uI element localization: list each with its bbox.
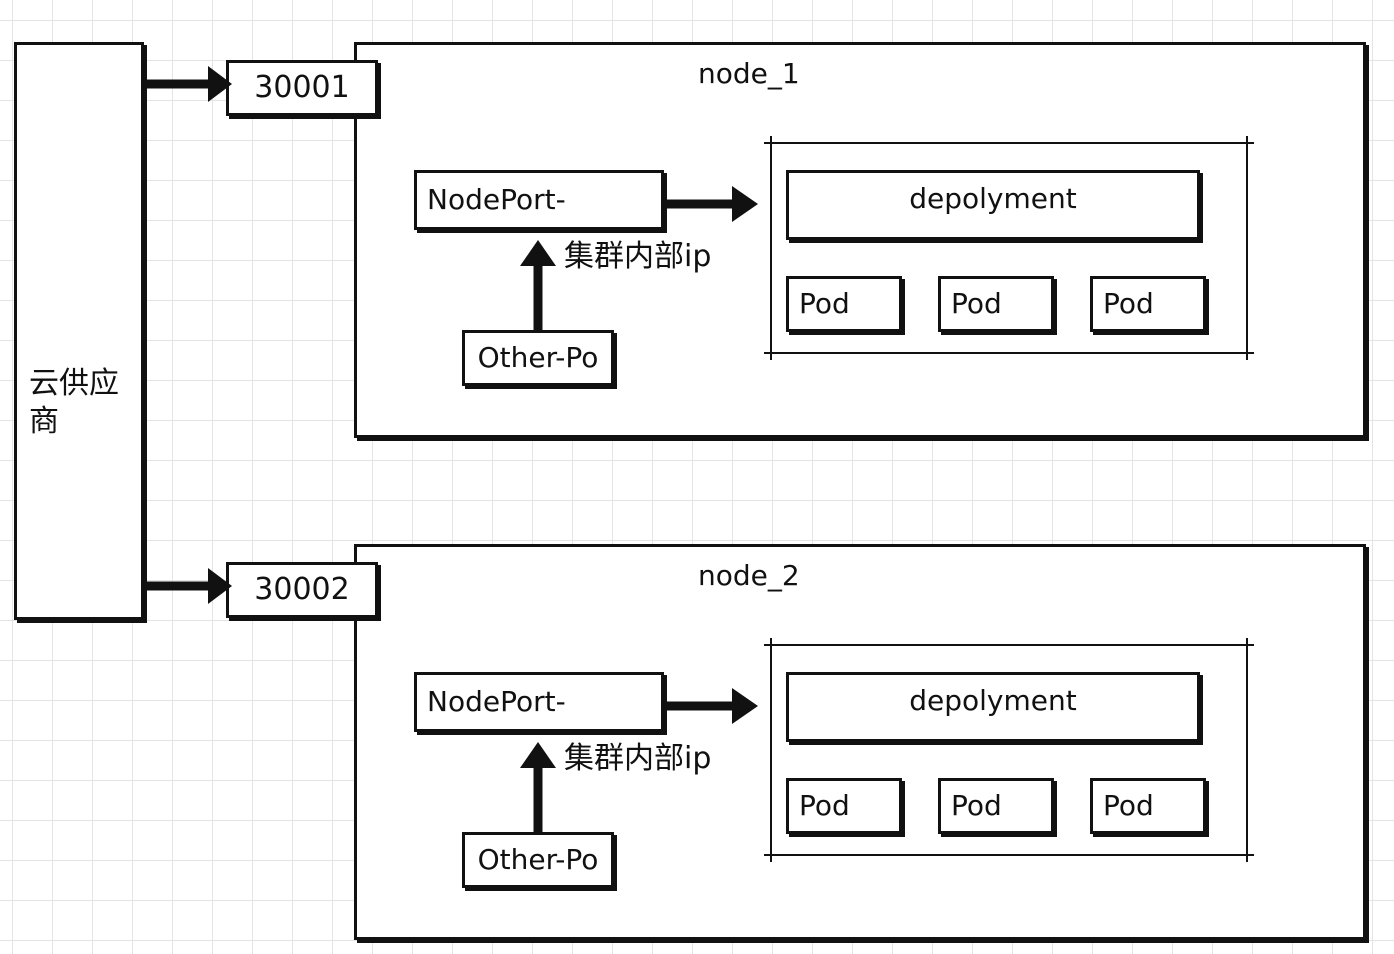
node-2-service-box: NodePort- bbox=[414, 672, 664, 732]
node-1-pod-3: Pod bbox=[1090, 276, 1206, 332]
node-2-service-label: NodePort- bbox=[427, 685, 566, 718]
node-2-edge-label: 集群内部ip bbox=[564, 741, 712, 776]
node-1-service-box: NodePort- bbox=[414, 170, 664, 230]
node-2-pod-2: Pod bbox=[938, 778, 1054, 834]
node-1-pod-2-label: Pod bbox=[951, 287, 1002, 320]
cloud-provider-label: 云供应商 bbox=[29, 366, 119, 439]
node-2-port-box: 30002 bbox=[226, 562, 378, 618]
node-1-pod-3-label: Pod bbox=[1103, 287, 1154, 320]
node-2-pod-1: Pod bbox=[786, 778, 902, 834]
node-1-pod-2: Pod bbox=[938, 276, 1054, 332]
node-2-pod-3: Pod bbox=[1090, 778, 1206, 834]
node-2-deployment-group bbox=[764, 638, 1254, 862]
node-1-client-label: Other-Po bbox=[477, 341, 599, 374]
node-1-pod-1-label: Pod bbox=[799, 287, 850, 320]
node-2-deployment-box: depolyment bbox=[786, 672, 1200, 742]
node-2-deployment-label: depolyment bbox=[909, 684, 1077, 717]
node-1-deployment-box: depolyment bbox=[786, 170, 1200, 240]
node-1-port-box: 30001 bbox=[226, 60, 378, 116]
node-2-client-box: Other-Po bbox=[462, 832, 614, 888]
node-1-deployment-group bbox=[764, 136, 1254, 360]
node-1-title: node_1 bbox=[698, 57, 800, 90]
node-2-title: node_2 bbox=[698, 559, 800, 592]
node-1-deployment-label: depolyment bbox=[909, 182, 1077, 215]
arrow-provider-to-port-1 bbox=[147, 66, 232, 102]
node-1-client-box: Other-Po bbox=[462, 330, 614, 386]
node-1-service-label: NodePort- bbox=[427, 183, 566, 216]
node-2-pod-2-label: Pod bbox=[951, 789, 1002, 822]
node-1-port-label: 30001 bbox=[254, 70, 350, 105]
cloud-provider-box: 云供应商 bbox=[14, 42, 144, 620]
node-1-edge-label: 集群内部ip bbox=[564, 239, 712, 274]
node-2-client-label: Other-Po bbox=[477, 843, 599, 876]
node-1-pod-1: Pod bbox=[786, 276, 902, 332]
node-2-pod-1-label: Pod bbox=[799, 789, 850, 822]
arrow-provider-to-port-2 bbox=[147, 568, 232, 604]
node-2-pod-3-label: Pod bbox=[1103, 789, 1154, 822]
node-2-port-label: 30002 bbox=[254, 572, 350, 607]
